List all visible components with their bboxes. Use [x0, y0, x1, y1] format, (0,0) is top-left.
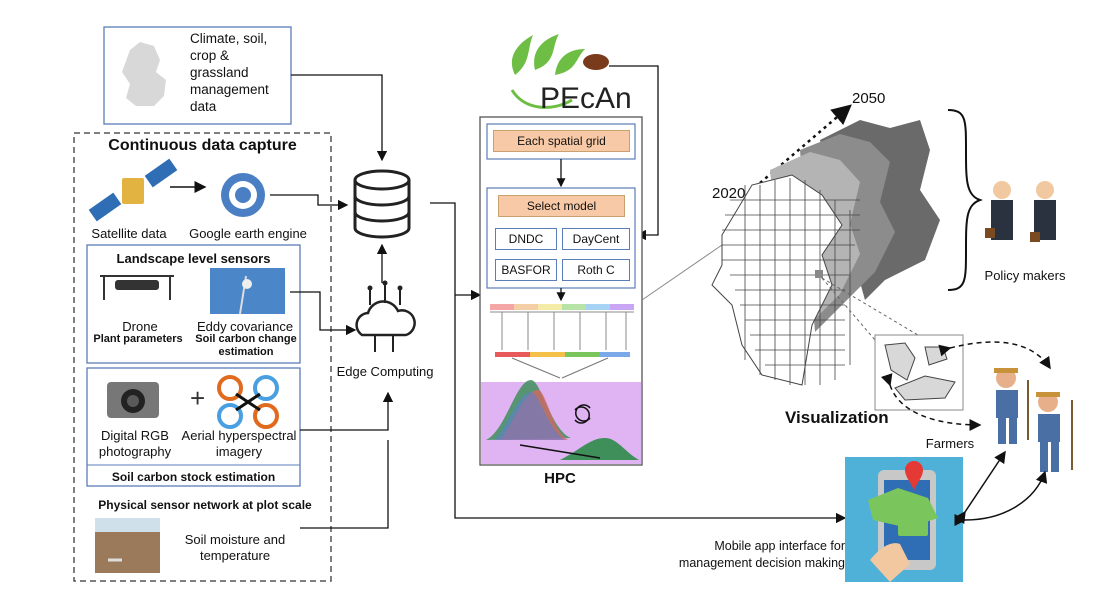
visualization-label: Visualization	[785, 408, 889, 427]
camera-icon	[107, 382, 159, 418]
model-dndc: DNDC	[495, 228, 557, 250]
eddy-label: Eddy covariance	[196, 319, 294, 334]
edge-computing-label: Edge Computing	[336, 364, 434, 379]
gee-label: Google earth engine	[189, 226, 307, 241]
soil-stock-label: Soil carbon stock estimation	[111, 470, 276, 484]
edge-computing-icon	[355, 280, 416, 352]
policy-brace	[947, 109, 983, 291]
mobile-app-icon	[845, 457, 963, 582]
map-grid	[722, 178, 860, 385]
database-icon	[353, 169, 411, 239]
google-earth-engine-icon	[221, 173, 265, 217]
scotland-icon	[122, 42, 166, 106]
farmers-icon	[994, 368, 1073, 472]
continuous-capture-frame	[73, 132, 332, 582]
hpc-label: HPC	[544, 470, 576, 487]
model-rothc: Roth C	[562, 259, 630, 281]
time-arrow	[759, 104, 852, 184]
pecan-logo	[510, 34, 609, 109]
selected-grid-cell	[815, 270, 823, 278]
spatial-grid-box: Each spatial grid	[493, 130, 630, 152]
hyperspectral-drone-icon	[217, 375, 279, 429]
model-basfor: BASFOR	[495, 259, 557, 281]
eddy-sub: Soil carbon change estimation	[195, 333, 297, 358]
year-end: 2050	[852, 90, 886, 107]
eddy-covariance-photo	[210, 268, 285, 314]
satellite-icon	[88, 158, 178, 222]
physical-title: Physical sensor network at plot scale	[98, 498, 312, 512]
plus-icon: +	[190, 383, 205, 413]
drone-icon	[100, 275, 174, 300]
scotland-map	[711, 120, 940, 386]
soil-moisture-label: Soil moisture and temperature	[184, 532, 286, 563]
drone-label: Drone	[122, 319, 158, 334]
farmers-label: Farmers	[925, 436, 975, 451]
year-start: 2020	[712, 185, 746, 202]
policy-makers-icon	[985, 181, 1056, 242]
workflow-sketch	[490, 304, 634, 379]
model-daycent: DayCent	[562, 228, 630, 250]
landscape-title: Landscape level sensors	[116, 251, 271, 266]
continuous-capture-title: Continuous data capture	[108, 137, 297, 154]
satellite-label: Satellite data	[91, 226, 167, 241]
policy-makers-label: Policy makers	[984, 268, 1066, 283]
mobile-app-label: Mobile app interface for management deci…	[678, 539, 845, 570]
rgb-label: Digital RGB photography	[98, 428, 172, 459]
select-model-box: Select model	[498, 195, 625, 217]
climate-data-text: Climate, soil, crop & grassland manageme…	[190, 31, 269, 114]
pecan-logo-text: PEcAn	[540, 82, 632, 115]
drone-sub: Plant parameters	[93, 333, 183, 345]
hyper-label: Aerial hyperspectral imagery	[181, 428, 297, 459]
